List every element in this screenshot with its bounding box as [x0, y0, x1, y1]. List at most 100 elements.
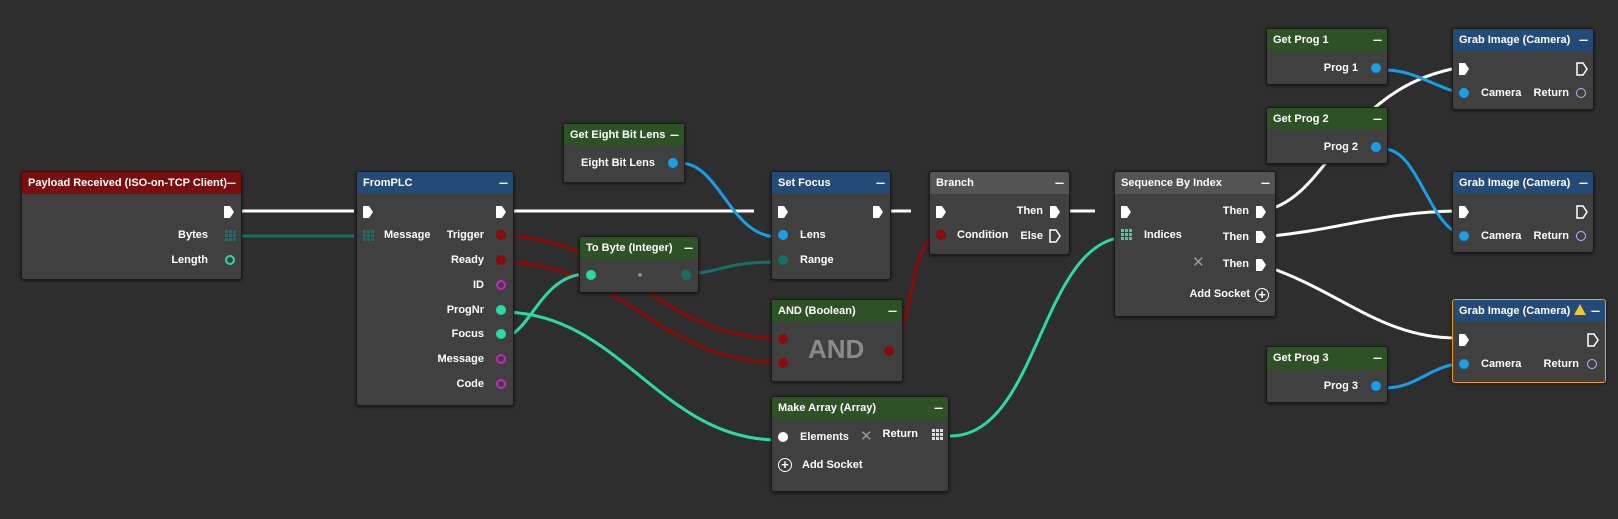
exec-in-pin[interactable]	[1458, 205, 1470, 219]
node-menu-button[interactable]: ---	[1261, 177, 1270, 189]
image-out-pin[interactable]	[1576, 231, 1586, 241]
node-to-byte[interactable]: To Byte (Integer)---	[579, 236, 699, 293]
node-get-prog-3[interactable]: Get Prog 3--- Prog 3	[1266, 346, 1388, 403]
exec-out-pin[interactable]	[223, 205, 235, 219]
node-menu-button[interactable]: ---	[934, 402, 943, 414]
node-header[interactable]: Get Eight Bit Lens---	[564, 124, 684, 146]
exec-in-pin[interactable]	[1120, 205, 1132, 219]
remove-socket-icon[interactable]: ✕	[1192, 254, 1205, 271]
node-header[interactable]: Grab Image (Camera)---	[1453, 172, 1593, 194]
image-out-pin[interactable]	[1587, 359, 1597, 369]
node-fromplc[interactable]: FromPLC--- Message Trigger Ready ID Prog…	[356, 171, 514, 406]
node-menu-button[interactable]: ---	[499, 177, 508, 189]
node-header[interactable]: Get Prog 1---	[1267, 29, 1387, 51]
node-header[interactable]: Get Prog 3---	[1267, 347, 1387, 369]
camera-in-pin[interactable]	[1459, 231, 1469, 241]
bool-out-pin[interactable]	[496, 255, 506, 265]
bool-in-pin[interactable]	[778, 334, 788, 344]
remove-socket-icon[interactable]: ✕	[860, 428, 873, 445]
node-header[interactable]: Make Array (Array)---	[772, 397, 948, 419]
node-header[interactable]: Sequence By Index---	[1115, 172, 1275, 194]
node-menu-button[interactable]: ---	[684, 242, 693, 254]
node-menu-button[interactable]: ---	[1579, 177, 1588, 189]
byte-array-pin[interactable]	[363, 230, 374, 241]
string-out-pin[interactable]	[496, 354, 506, 364]
camera-in-pin[interactable]	[778, 230, 788, 240]
bool-out-pin[interactable]	[884, 346, 894, 356]
node-get-eight-bit-lens[interactable]: Get Eight Bit Lens--- Eight Bit Lens	[563, 123, 685, 183]
node-get-prog-2[interactable]: Get Prog 2--- Prog 2	[1266, 107, 1388, 164]
node-header[interactable]: Branch---	[930, 172, 1069, 194]
exec-in-pin[interactable]	[362, 205, 374, 219]
integer-out-pin[interactable]	[225, 255, 235, 265]
node-header[interactable]: AND (Boolean)---	[772, 300, 902, 322]
exec-out-pin[interactable]	[1255, 205, 1267, 219]
node-menu-button[interactable]: ---	[876, 177, 885, 189]
node-set-focus[interactable]: Set Focus--- Lens Range	[771, 171, 891, 280]
string-out-pin[interactable]	[496, 379, 506, 389]
node-menu-button[interactable]: ---	[227, 177, 236, 189]
byte-out-pin[interactable]	[681, 270, 691, 280]
add-socket-button[interactable]: Add Socket	[802, 459, 863, 471]
node-menu-button[interactable]: ---	[1591, 305, 1600, 317]
camera-out-pin[interactable]	[1371, 63, 1381, 73]
node-menu-button[interactable]: ---	[1579, 34, 1588, 46]
exec-out-pin[interactable]	[495, 205, 507, 219]
exec-in-pin[interactable]	[1458, 333, 1470, 347]
node-header[interactable]: Grab Image (Camera)---	[1453, 300, 1605, 322]
exec-out-pin[interactable]	[872, 205, 884, 219]
node-grab-image-3[interactable]: Grab Image (Camera)--- Camera Return	[1452, 299, 1606, 383]
camera-in-pin[interactable]	[1459, 88, 1469, 98]
node-menu-button[interactable]: ---	[1373, 34, 1382, 46]
camera-in-pin[interactable]	[1459, 359, 1469, 369]
exec-out-pin[interactable]	[1255, 258, 1267, 272]
add-socket-button[interactable]: Add Socket	[1189, 288, 1250, 300]
node-grab-image-1[interactable]: Grab Image (Camera)--- Camera Return	[1452, 28, 1594, 110]
bool-in-pin[interactable]	[936, 230, 946, 240]
exec-in-pin[interactable]	[1458, 62, 1470, 76]
node-header[interactable]: Set Focus---	[772, 172, 890, 194]
exec-out-pin[interactable]	[1049, 205, 1061, 219]
node-header[interactable]: Get Prog 2---	[1267, 108, 1387, 130]
node-menu-button[interactable]: ---	[670, 129, 679, 141]
node-header[interactable]: Grab Image (Camera)---	[1453, 29, 1593, 51]
exec-out-pin[interactable]	[1576, 62, 1588, 76]
camera-out-pin[interactable]	[1371, 381, 1381, 391]
exec-out-pin[interactable]	[1576, 205, 1588, 219]
node-sequence-by-index[interactable]: Sequence By Index--- Then Indices Then ✕…	[1114, 171, 1276, 317]
bool-in-pin[interactable]	[778, 358, 788, 368]
node-grab-image-2[interactable]: Grab Image (Camera)--- Camera Return	[1452, 171, 1594, 253]
integer-out-pin[interactable]	[496, 305, 506, 315]
exec-in-pin[interactable]	[935, 205, 947, 219]
node-branch[interactable]: Branch--- Then Condition Else	[929, 171, 1070, 255]
exec-out-pin[interactable]	[1255, 230, 1267, 244]
add-socket-icon[interactable]: +	[1255, 288, 1269, 302]
integer-in-pin[interactable]	[586, 270, 596, 280]
node-menu-button[interactable]: ---	[1373, 113, 1382, 125]
node-payload-received[interactable]: Payload Received (ISO-on-TCP Client)--- …	[21, 171, 242, 280]
node-menu-button[interactable]: ---	[1373, 352, 1382, 364]
string-out-pin[interactable]	[496, 280, 506, 290]
exec-in-pin[interactable]	[777, 205, 789, 219]
array-out-pin[interactable]	[932, 429, 943, 440]
integer-array-in-pin[interactable]	[1121, 229, 1132, 240]
camera-out-pin[interactable]	[668, 158, 678, 168]
byte-in-pin[interactable]	[778, 255, 788, 265]
add-socket-icon[interactable]: +	[778, 458, 792, 472]
bool-out-pin[interactable]	[496, 230, 506, 240]
elements-in-pin[interactable]	[778, 432, 788, 442]
byte-array-pin[interactable]	[225, 230, 236, 241]
node-header[interactable]: Payload Received (ISO-on-TCP Client)---	[22, 172, 241, 194]
node-header[interactable]: To Byte (Integer)---	[580, 237, 698, 259]
image-out-pin[interactable]	[1576, 88, 1586, 98]
node-header[interactable]: FromPLC---	[357, 172, 513, 194]
node-menu-button[interactable]: ---	[888, 305, 897, 317]
node-menu-button[interactable]: ---	[1055, 177, 1064, 189]
node-get-prog-1[interactable]: Get Prog 1--- Prog 1	[1266, 28, 1388, 85]
camera-out-pin[interactable]	[1371, 142, 1381, 152]
node-make-array[interactable]: Make Array (Array)--- Elements ✕ Return …	[771, 396, 949, 492]
exec-out-pin[interactable]	[1587, 333, 1599, 347]
node-and-boolean[interactable]: AND (Boolean)--- AND	[771, 299, 903, 382]
integer-out-pin[interactable]	[496, 329, 506, 339]
